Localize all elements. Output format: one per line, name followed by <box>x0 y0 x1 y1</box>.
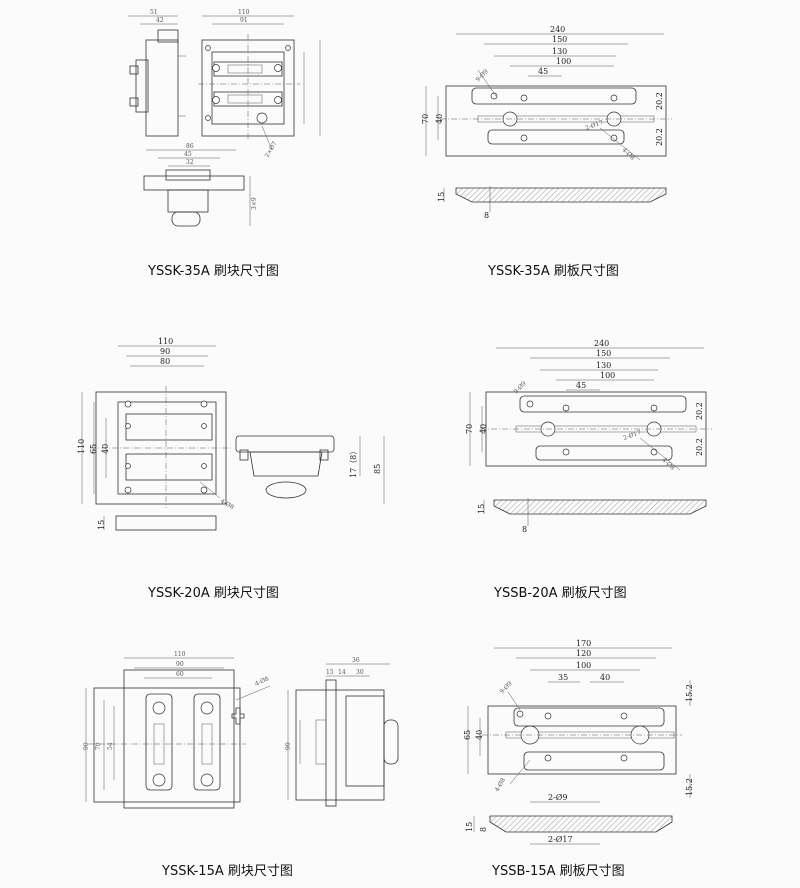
dim-label: 90 <box>176 661 184 668</box>
dim-label: 80 <box>160 357 170 366</box>
dim-label: 17（8） <box>349 447 358 478</box>
dim-label: 15.2 <box>685 684 694 702</box>
dim-label: 240 <box>594 339 609 348</box>
dim-label: 15 <box>465 822 474 832</box>
dim-label: 120 <box>576 649 591 658</box>
caption-yssb15a-plate: YSSB-15A 刷板尺寸图 <box>492 864 625 879</box>
dim-label: 15 <box>477 504 486 514</box>
caption-yssb20a-plate: YSSB-20A 刷板尺寸图 <box>494 586 627 601</box>
dim-label: 4-Ø8 <box>219 498 235 511</box>
dim-label: 70 <box>95 742 102 750</box>
panel-yssb15a-plate: 170 120 100 35 40 65 40 15.2 15.2 9-Ø9 4… <box>463 639 694 845</box>
dim-label: 51 <box>150 9 158 16</box>
dim-label: 20.2 <box>655 92 664 110</box>
plate-section <box>489 815 673 833</box>
panel-yssk35a-plate: 240 150 130 100 45 70 40 20.2 20.2 9-Ø9 … <box>421 25 672 220</box>
dim-label: 110 <box>77 439 86 454</box>
dim-label: 100 <box>556 57 571 66</box>
dim-label: 40 <box>475 730 484 740</box>
dim-label: 110 <box>158 337 173 346</box>
dim-label: 3×9 <box>251 197 258 210</box>
plate-section <box>493 499 707 515</box>
dim-label: 65 <box>89 444 98 454</box>
dim-label: 110 <box>174 651 186 658</box>
panel-yssk15a-block: 110 90 60 90 70 54 4-Ø8 36 15 14 30 90 <box>83 651 399 809</box>
dim-label: 70 <box>465 424 474 434</box>
dim-label: 90 <box>83 742 90 750</box>
caption-yssk20a-block: YSSK-20A 刷块尺寸图 <box>148 586 279 601</box>
dim-label: 100 <box>576 661 591 670</box>
dim-label: 45 <box>538 67 548 76</box>
dim-label: 15 <box>97 520 106 530</box>
dim-label: 40 <box>600 673 610 682</box>
dim-label: 130 <box>552 47 567 56</box>
caption-yssk35a-plate: YSSK-35A 刷板尺寸图 <box>488 264 619 279</box>
caption-yssk35a-block: YSSK-35A 刷块尺寸图 <box>148 264 279 279</box>
dim-label: 130 <box>596 361 611 370</box>
panel-yssk35a-block: 51 42 110 91 2 <box>128 9 321 227</box>
dim-label: 36 <box>352 657 360 664</box>
dim-label: 70 <box>421 114 430 124</box>
dim-label: 15 <box>326 669 334 676</box>
dim-label: 65 <box>463 730 472 740</box>
dim-label: 150 <box>552 35 567 44</box>
dim-label: 45 <box>576 381 586 390</box>
dim-label: 8 <box>484 211 489 220</box>
front-view: 110 91 2×Ø7 <box>198 9 321 159</box>
dim-label: 86 <box>186 143 194 150</box>
dim-label: 91 <box>240 17 248 24</box>
dim-label: 60 <box>176 671 184 678</box>
dim-label: 4-Ø8 <box>254 675 270 688</box>
panel-yssk20a-block: 110 90 80 110 65 40 4-Ø8 17（8） 85 15 <box>77 337 385 531</box>
dim-label: 20.2 <box>695 438 704 456</box>
dim-label: 15 <box>437 192 446 202</box>
dim-label: 14 <box>338 669 346 676</box>
dim-label: 42 <box>156 17 164 24</box>
dim-label: 30 <box>356 669 364 676</box>
dim-label: 45 <box>184 151 192 158</box>
dim-label: 2-Ø9 <box>548 793 567 802</box>
dim-label: 8 <box>479 827 488 832</box>
dim-label: 2-Ø17 <box>548 835 573 844</box>
caption-yssk15a-block: YSSK-15A 刷块尺寸图 <box>162 864 293 879</box>
dim-label: 170 <box>576 639 591 648</box>
dim-label: 9-Ø9 <box>498 680 513 695</box>
dim-label: 9-Ø9 <box>512 380 527 395</box>
dim-label: 40 <box>479 424 488 434</box>
dim-label: 8 <box>522 525 527 534</box>
dim-label: 2×Ø7 <box>264 140 279 159</box>
dim-label: 54 <box>107 742 114 750</box>
dim-label: 40 <box>101 444 110 454</box>
dim-label: 20.2 <box>655 128 664 146</box>
dim-label: 2-Ø17 <box>622 429 642 442</box>
plate-section <box>455 187 667 203</box>
dim-label: 4-Ø8 <box>621 146 636 161</box>
dim-label: 40 <box>435 114 444 124</box>
side-view: 51 42 <box>128 9 186 137</box>
dim-label: 110 <box>238 9 250 16</box>
dim-label: 15.2 <box>685 778 694 796</box>
dim-label: 150 <box>596 349 611 358</box>
dim-label: 90 <box>160 347 170 356</box>
dim-label: 9-Ø9 <box>474 68 489 83</box>
dim-label: 85 <box>373 464 382 474</box>
dim-label: 32 <box>186 159 194 166</box>
dim-label: 20.2 <box>695 402 704 420</box>
panel-yssb20a-plate: 240 150 130 100 45 70 40 20.2 20.2 9-Ø9 … <box>465 339 712 534</box>
dim-label: 90 <box>285 742 292 750</box>
dim-label: 35 <box>558 673 568 682</box>
dim-label: 4-Ø8 <box>661 456 676 471</box>
dim-label: 100 <box>600 371 615 380</box>
dim-label: 4-Ø8 <box>494 777 507 793</box>
dim-label: 240 <box>550 25 565 34</box>
bottom-view: 86 45 32 3×9 <box>143 143 258 227</box>
